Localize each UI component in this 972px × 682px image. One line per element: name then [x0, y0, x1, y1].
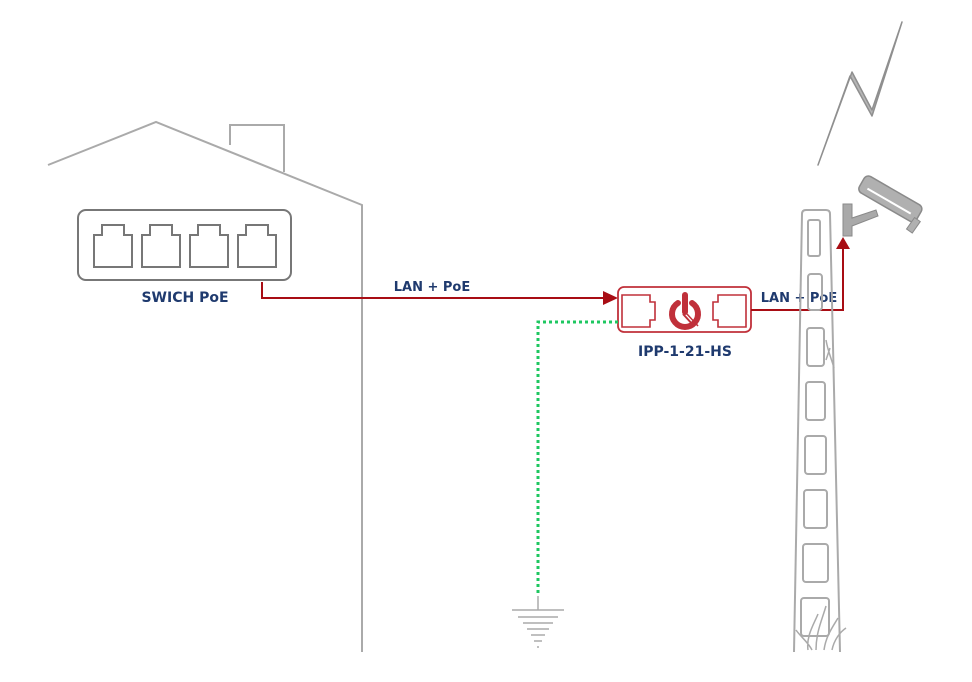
switch-ports: [93, 224, 277, 268]
camera-mount: [842, 203, 879, 237]
camera-lens-hood: [905, 216, 921, 234]
link-left-label: LAN + PoE: [394, 280, 471, 295]
switch-port-1: [93, 224, 133, 268]
pole-window-3: [806, 327, 825, 367]
switch-port-3: [189, 224, 229, 268]
cable-in-line: [261, 282, 612, 299]
pole-window-6: [803, 489, 828, 529]
ground-wire: [536, 320, 618, 595]
pole-window-8: [800, 597, 830, 637]
device-label: IPP-1-21-HS: [638, 344, 732, 360]
switch-port-4: [237, 224, 277, 268]
pole-window-4: [805, 381, 826, 421]
security-camera-icon: [842, 175, 923, 237]
switch-label: SWICH PoE: [141, 290, 228, 306]
lan-poe-cable-out: LAN + PoE: [751, 237, 850, 311]
poe-switch: SWICH PoE: [77, 209, 292, 306]
link-right-label: LAN + PoE: [761, 291, 838, 306]
house-outline: [47, 120, 363, 652]
lan-poe-cable-in: LAN + PoE: [261, 280, 618, 305]
ground-symbol-icon: [512, 596, 564, 648]
pole-window-1: [807, 219, 821, 257]
house-chimney: [229, 124, 285, 172]
surge-protector-logo-icon: [669, 292, 701, 330]
house-roof: [47, 120, 363, 652]
cable-out-line: [751, 244, 844, 311]
cable-out-arrowhead: [836, 237, 850, 249]
pole-grass: [795, 605, 847, 651]
camera-stripe: [866, 187, 912, 215]
pole-window-5: [804, 435, 827, 475]
switch-body: [77, 209, 292, 281]
device-port-right: [712, 294, 747, 328]
pole-window-2: [807, 273, 823, 311]
pole-outline: [793, 209, 841, 653]
cable-in-arrowhead: [603, 291, 618, 305]
surge-protector-device: IPP-1-21-HS: [617, 286, 752, 360]
device-port-left: [621, 294, 656, 328]
switch-port-2: [141, 224, 181, 268]
pole-vine: [825, 339, 835, 369]
pole-window-7: [802, 543, 829, 583]
lightning-icon: [817, 21, 903, 166]
ground-wire-line: [536, 320, 618, 595]
pole: [793, 209, 847, 653]
